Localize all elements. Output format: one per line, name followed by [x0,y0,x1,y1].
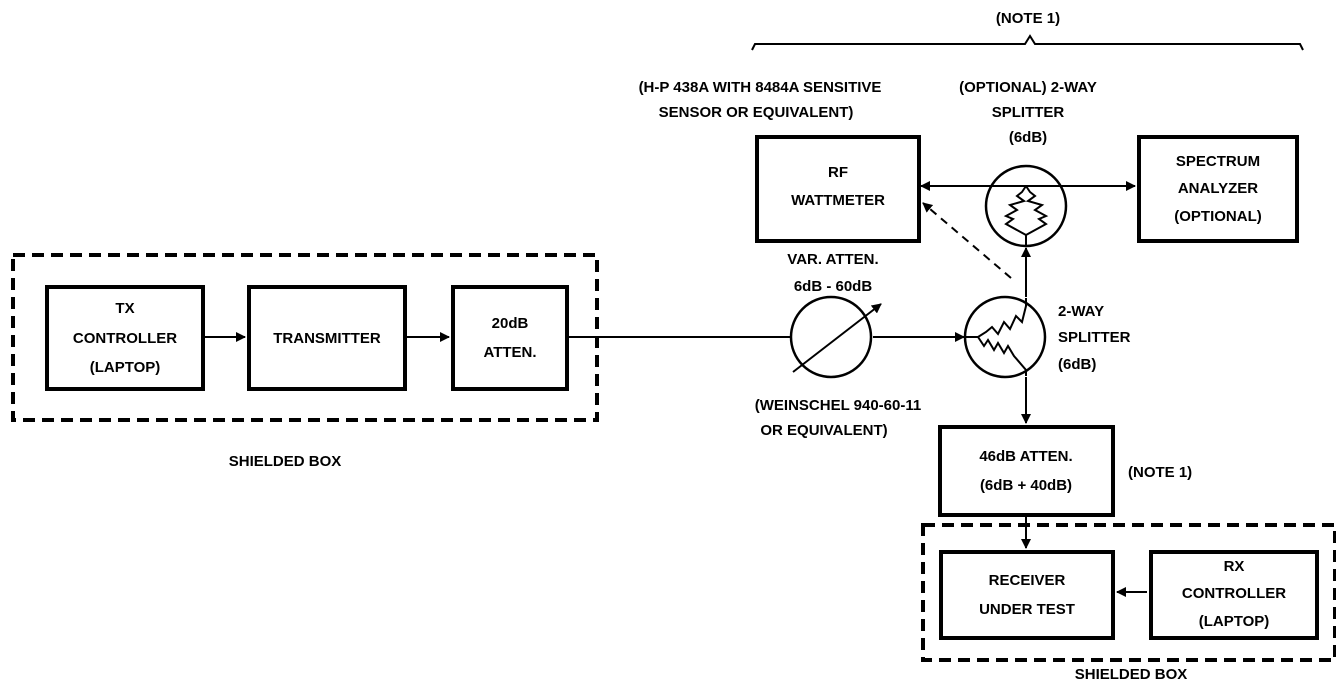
transmitter-label: TRANSMITTER [273,330,381,347]
svg-text:RECEIVER: RECEIVER [989,572,1066,589]
wattmeter-model-label: (H-P 438A WITH 8484A SENSITIVE SENSOR OR… [639,79,882,121]
note1-brace [751,34,1304,51]
svg-text:RX: RX [1224,558,1245,575]
svg-text:(LAPTOP): (LAPTOP) [1199,613,1270,630]
note1-top-label: (NOTE 1) [996,10,1060,27]
svg-text:SPLITTER: SPLITTER [1058,329,1131,346]
spectrum-analyzer-block [1137,135,1299,243]
var-atten-model-label: (WEINSCHEL 940-60-11 OR EQUIVALENT) [755,397,921,439]
shielded-box-rx [921,523,1336,662]
svg-text:SPLITTER: SPLITTER [992,104,1065,121]
svg-text:ATTEN.: ATTEN. [483,344,536,361]
receiver-under-test-label: RECEIVER UNDER TEST [979,572,1075,618]
optional-splitter-label: (OPTIONAL) 2-WAY SPLITTER (6dB) [959,79,1097,146]
transmitter-block [247,285,407,391]
svg-text:SPECTRUM: SPECTRUM [1176,153,1260,170]
rx-controller-label: RX CONTROLLER (LAPTOP) [1182,558,1286,630]
rf-wattmeter-label: RF WATTMETER [791,164,885,209]
attenuator-46db-label: 46dB ATTEN. (6dB + 40dB) [979,448,1072,494]
var-atten-label: VAR. ATTEN. 6dB - 60dB [787,251,878,295]
receiver-under-test-block [939,550,1115,640]
svg-text:(6dB): (6dB) [1009,129,1047,146]
tx-controller-block [45,285,205,391]
svg-text:(H-P 438A WITH 8484A SENSITIVE: (H-P 438A WITH 8484A SENSITIVE [639,79,882,96]
optional-splitter-icon [984,164,1068,248]
shielded-box-tx-label: SHIELDED BOX [229,453,342,470]
svg-text:(6dB): (6dB) [1058,356,1096,373]
rx-controller-block [1149,550,1319,640]
svg-text:20dB: 20dB [492,315,529,332]
svg-text:VAR. ATTEN.: VAR. ATTEN. [787,251,878,268]
svg-text:ANALYZER: ANALYZER [1178,180,1258,197]
note1-atten-label: (NOTE 1) [1128,464,1192,481]
svg-text:(OPTIONAL): (OPTIONAL) [1174,208,1262,225]
svg-text:(WEINSCHEL 940-60-11: (WEINSCHEL 940-60-11 [755,397,921,414]
svg-text:UNDER TEST: UNDER TEST [979,601,1075,618]
svg-text:6dB - 60dB: 6dB - 60dB [794,278,873,295]
svg-text:RF: RF [828,164,848,181]
svg-text:(LAPTOP): (LAPTOP) [90,359,161,376]
svg-text:TX: TX [115,300,134,317]
signal-wires [203,181,1147,597]
svg-text:(6dB + 40dB): (6dB + 40dB) [980,477,1072,494]
svg-text:SENSOR OR EQUIVALENT): SENSOR OR EQUIVALENT) [659,104,854,121]
attenuator-20db-block [451,285,569,391]
shielded-box-rx-label: SHIELDED BOX [1075,666,1188,680]
spectrum-analyzer-label: SPECTRUM ANALYZER (OPTIONAL) [1174,153,1262,225]
splitter-icon [963,295,1047,379]
attenuator-46db-block [938,425,1115,517]
svg-text:WATTMETER: WATTMETER [791,192,885,209]
svg-text:(OPTIONAL) 2-WAY: (OPTIONAL) 2-WAY [959,79,1097,96]
svg-text:CONTROLLER: CONTROLLER [1182,585,1286,602]
svg-text:2-WAY: 2-WAY [1058,303,1104,320]
attenuator-20db-label: 20dB ATTEN. [483,315,536,361]
variable-attenuator-icon [789,295,882,379]
svg-text:46dB ATTEN.: 46dB ATTEN. [979,448,1072,465]
svg-text:CONTROLLER: CONTROLLER [73,330,177,347]
rf-wattmeter-block [755,135,921,243]
splitter-label: 2-WAY SPLITTER (6dB) [1058,303,1131,373]
tx-controller-label: TX CONTROLLER (LAPTOP) [73,300,177,376]
svg-text:OR EQUIVALENT): OR EQUIVALENT) [760,422,887,439]
